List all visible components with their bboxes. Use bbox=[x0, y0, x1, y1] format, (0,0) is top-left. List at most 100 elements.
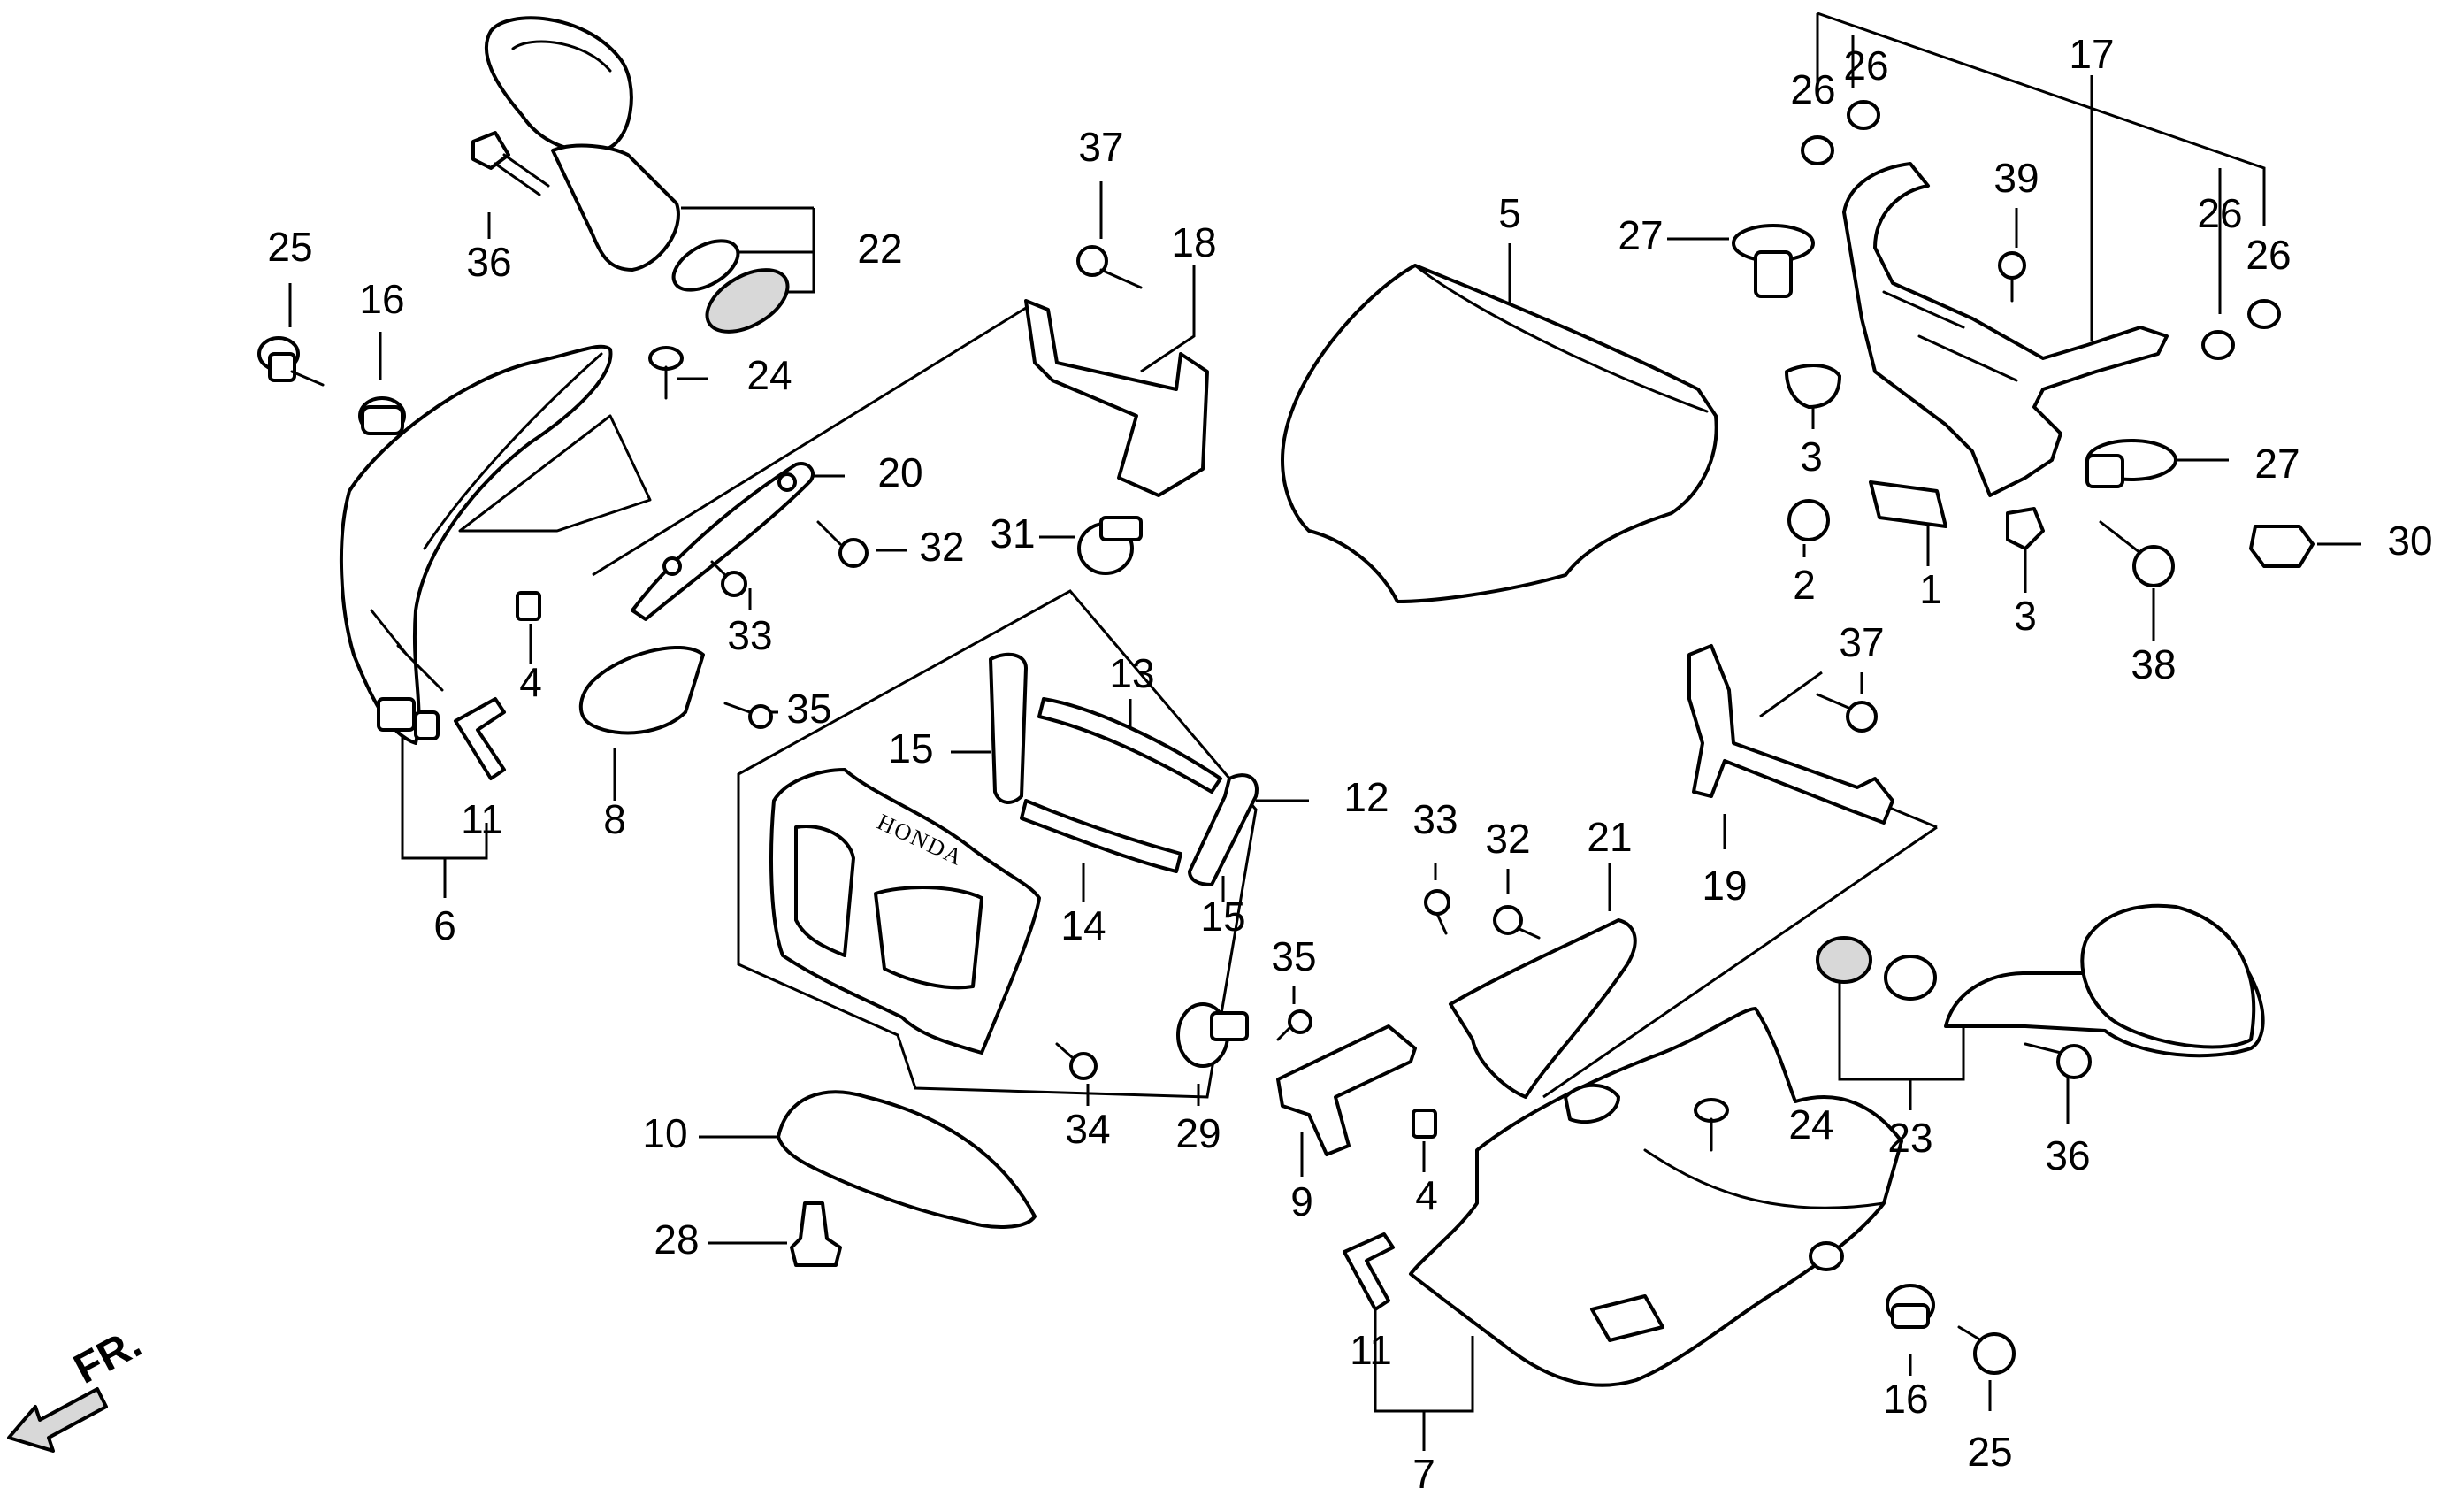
bracket-11-right bbox=[1343, 1232, 1395, 1311]
stay-21 bbox=[1449, 918, 1637, 1099]
grommet-16-right bbox=[1886, 1284, 1935, 1329]
callout-10: 10 bbox=[642, 1110, 687, 1156]
callout-24: 24 bbox=[1788, 1101, 1833, 1147]
pin-24-left bbox=[648, 346, 684, 400]
callout-22: 22 bbox=[857, 226, 902, 272]
bracket-9 bbox=[1276, 1024, 1417, 1156]
windscreen-5 bbox=[1281, 264, 1718, 603]
callout-8: 8 bbox=[603, 796, 626, 842]
front-cowl-12: HONDA bbox=[769, 768, 1041, 1055]
callout-26: 26 bbox=[2197, 190, 2242, 236]
seal-15-left bbox=[989, 652, 1028, 804]
clip-30 bbox=[2249, 525, 2315, 568]
plate-1 bbox=[1869, 480, 1947, 528]
callout-3: 3 bbox=[1800, 434, 1823, 480]
inner-cover-10 bbox=[777, 1090, 1037, 1229]
screw-32-right bbox=[1493, 905, 1541, 940]
callout-32: 32 bbox=[919, 524, 964, 570]
upper-stay-17 bbox=[1842, 162, 2169, 497]
callout-27: 27 bbox=[2254, 441, 2299, 487]
grommet-16-left bbox=[358, 396, 406, 435]
cap-2 bbox=[1787, 499, 1830, 541]
left-mirror bbox=[485, 16, 790, 334]
callout-18: 18 bbox=[1171, 219, 1216, 265]
seal-15-right bbox=[1188, 773, 1259, 886]
callout-25: 25 bbox=[1967, 1429, 2012, 1475]
callout-17: 17 bbox=[2069, 31, 2114, 77]
washer-26-b bbox=[1847, 100, 1880, 130]
callout-19: 19 bbox=[1702, 863, 1747, 909]
callout-7: 7 bbox=[1412, 1451, 1435, 1497]
seal-14 bbox=[1020, 799, 1182, 873]
bracket-11-left bbox=[454, 697, 506, 780]
washer-26-c bbox=[2201, 330, 2235, 360]
callout-20: 20 bbox=[877, 449, 922, 495]
bolt-25-left bbox=[257, 336, 325, 387]
callout-2: 2 bbox=[1793, 562, 1816, 608]
callout-5: 5 bbox=[1498, 190, 1521, 236]
left-side-cowl bbox=[339, 344, 652, 745]
callout-16: 16 bbox=[359, 276, 404, 322]
screw-39 bbox=[1998, 251, 2026, 303]
bolt-25-right bbox=[1957, 1325, 2016, 1375]
callout-29: 29 bbox=[1175, 1110, 1221, 1156]
right-side-cowl bbox=[1409, 1007, 1903, 1387]
pin-24-right bbox=[1694, 1098, 1729, 1152]
callout-34: 34 bbox=[1065, 1106, 1110, 1152]
cushion-3-b bbox=[2006, 507, 2045, 550]
bolt-36-right bbox=[2024, 1042, 2092, 1079]
callout-1: 1 bbox=[1919, 566, 1942, 612]
callout-30: 30 bbox=[2387, 518, 2432, 564]
screw-32-left bbox=[816, 520, 869, 568]
callout-28: 28 bbox=[654, 1216, 699, 1262]
callout-15: 15 bbox=[888, 725, 933, 771]
callout-32: 32 bbox=[1485, 816, 1530, 862]
callout-9: 9 bbox=[1290, 1178, 1313, 1224]
screw-34 bbox=[1055, 1042, 1098, 1080]
callout-26: 26 bbox=[1843, 42, 1888, 88]
washer-26-a bbox=[1801, 135, 1834, 165]
callout-11: 11 bbox=[1350, 1327, 1392, 1373]
callout-38: 38 bbox=[2131, 641, 2176, 687]
callout-39: 39 bbox=[1993, 155, 2039, 201]
callout-14: 14 bbox=[1060, 902, 1106, 948]
callout-23: 23 bbox=[1887, 1115, 1932, 1161]
callout-13: 13 bbox=[1109, 650, 1154, 696]
cushion-3-a bbox=[1785, 364, 1841, 409]
callout-35: 35 bbox=[786, 686, 831, 732]
callout-16: 16 bbox=[1883, 1376, 1928, 1422]
cable-tie-27-left bbox=[1732, 224, 1815, 298]
callout-4: 4 bbox=[1415, 1172, 1438, 1218]
callout-3: 3 bbox=[2014, 593, 2037, 639]
callout-33: 33 bbox=[727, 612, 772, 658]
callout-12: 12 bbox=[1343, 774, 1389, 820]
callout-26: 26 bbox=[2246, 232, 2291, 278]
clamp-29 bbox=[1176, 1002, 1249, 1068]
right-mirror bbox=[1944, 903, 2265, 1058]
callout-26: 26 bbox=[1790, 66, 1835, 112]
screw-33-right bbox=[1424, 889, 1450, 935]
duct-8 bbox=[578, 646, 705, 735]
callout-4: 4 bbox=[519, 659, 542, 705]
clip-nut-4-left bbox=[516, 591, 541, 621]
bolt-37-left bbox=[1076, 245, 1143, 289]
cable-tie-27-right bbox=[2085, 439, 2177, 488]
callout-27: 27 bbox=[1618, 212, 1663, 258]
bolt-38 bbox=[2099, 520, 2175, 587]
callout-labels: 1 2 3 3 4 4 5 6 7 8 9 10 11 11 12 13 14 … bbox=[267, 31, 2432, 1497]
callout-36: 36 bbox=[466, 239, 511, 285]
callout-21: 21 bbox=[1587, 814, 1632, 860]
bolt-37-right bbox=[1816, 693, 1878, 733]
clip-28 bbox=[790, 1201, 842, 1267]
screw-35-left bbox=[723, 702, 773, 729]
stay-18 bbox=[1024, 299, 1209, 497]
callout-31: 31 bbox=[990, 510, 1035, 556]
callout-33: 33 bbox=[1412, 796, 1458, 842]
gasket-23-b bbox=[1884, 955, 1937, 1001]
callout-37: 37 bbox=[1839, 619, 1884, 665]
seal-13 bbox=[1037, 697, 1222, 794]
parts: HONDA bbox=[7, 16, 2315, 1453]
callout-37: 37 bbox=[1078, 124, 1123, 170]
callout-35: 35 bbox=[1271, 933, 1316, 979]
